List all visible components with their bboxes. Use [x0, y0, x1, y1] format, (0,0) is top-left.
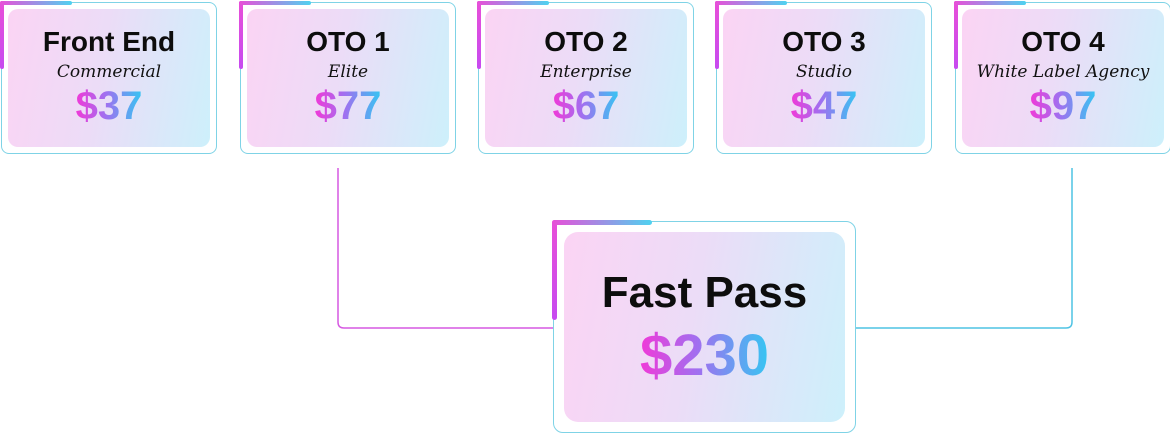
card-accent: [239, 1, 311, 5]
fast-pass-body: Fast Pass $230: [564, 232, 845, 422]
card-price: $97: [1029, 84, 1097, 128]
card-subtitle: Enterprise: [540, 62, 632, 82]
card-title: Front End: [42, 26, 176, 57]
card-accent: [552, 220, 557, 320]
card-title: OTO 2: [544, 26, 628, 57]
card-body: OTO 3 Studio $47: [723, 9, 925, 147]
card-price: $37: [75, 84, 143, 128]
card-accent: [552, 220, 652, 225]
card-title: OTO 4: [1021, 26, 1105, 57]
fast-pass-card: Fast Pass $230: [552, 220, 856, 433]
card-accent: [239, 1, 243, 69]
card-body: OTO 2 Enterprise $67: [485, 9, 687, 147]
card-title: OTO 3: [782, 26, 866, 57]
card-accent: [715, 1, 787, 5]
card-title: OTO 1: [306, 26, 390, 57]
card-body: Front End Commercial $37: [8, 9, 210, 147]
fast-pass-price: $230: [639, 323, 770, 388]
card-price: $77: [314, 84, 382, 128]
card-accent: [0, 1, 72, 5]
card-accent: [477, 1, 481, 69]
card-subtitle: Commercial: [56, 62, 162, 82]
oto2-card: OTO 2 Enterprise $67: [477, 1, 694, 154]
card-accent: [954, 1, 958, 69]
connector-oto1-to-fast-pass: [337, 168, 553, 329]
oto3-card: OTO 3 Studio $47: [715, 1, 932, 154]
card-accent: [954, 1, 1026, 5]
card-accent: [715, 1, 719, 69]
fast-pass-title: Fast Pass: [601, 268, 808, 317]
card-body: OTO 1 Elite $77: [247, 9, 449, 147]
card-price: $47: [790, 84, 858, 128]
oto1-card: OTO 1 Elite $77: [239, 1, 456, 154]
card-accent: [0, 1, 4, 69]
card-price: $67: [552, 84, 620, 128]
card-subtitle: Studio: [796, 62, 852, 82]
front-end-card: Front End Commercial $37: [0, 1, 217, 154]
card-subtitle: White Label Agency: [976, 62, 1150, 82]
connector-oto4-to-fast-pass: [856, 168, 1073, 329]
card-subtitle: Elite: [327, 62, 369, 82]
card-body: OTO 4 White Label Agency $97: [962, 9, 1164, 147]
oto4-card: OTO 4 White Label Agency $97: [954, 1, 1170, 154]
card-accent: [477, 1, 549, 5]
